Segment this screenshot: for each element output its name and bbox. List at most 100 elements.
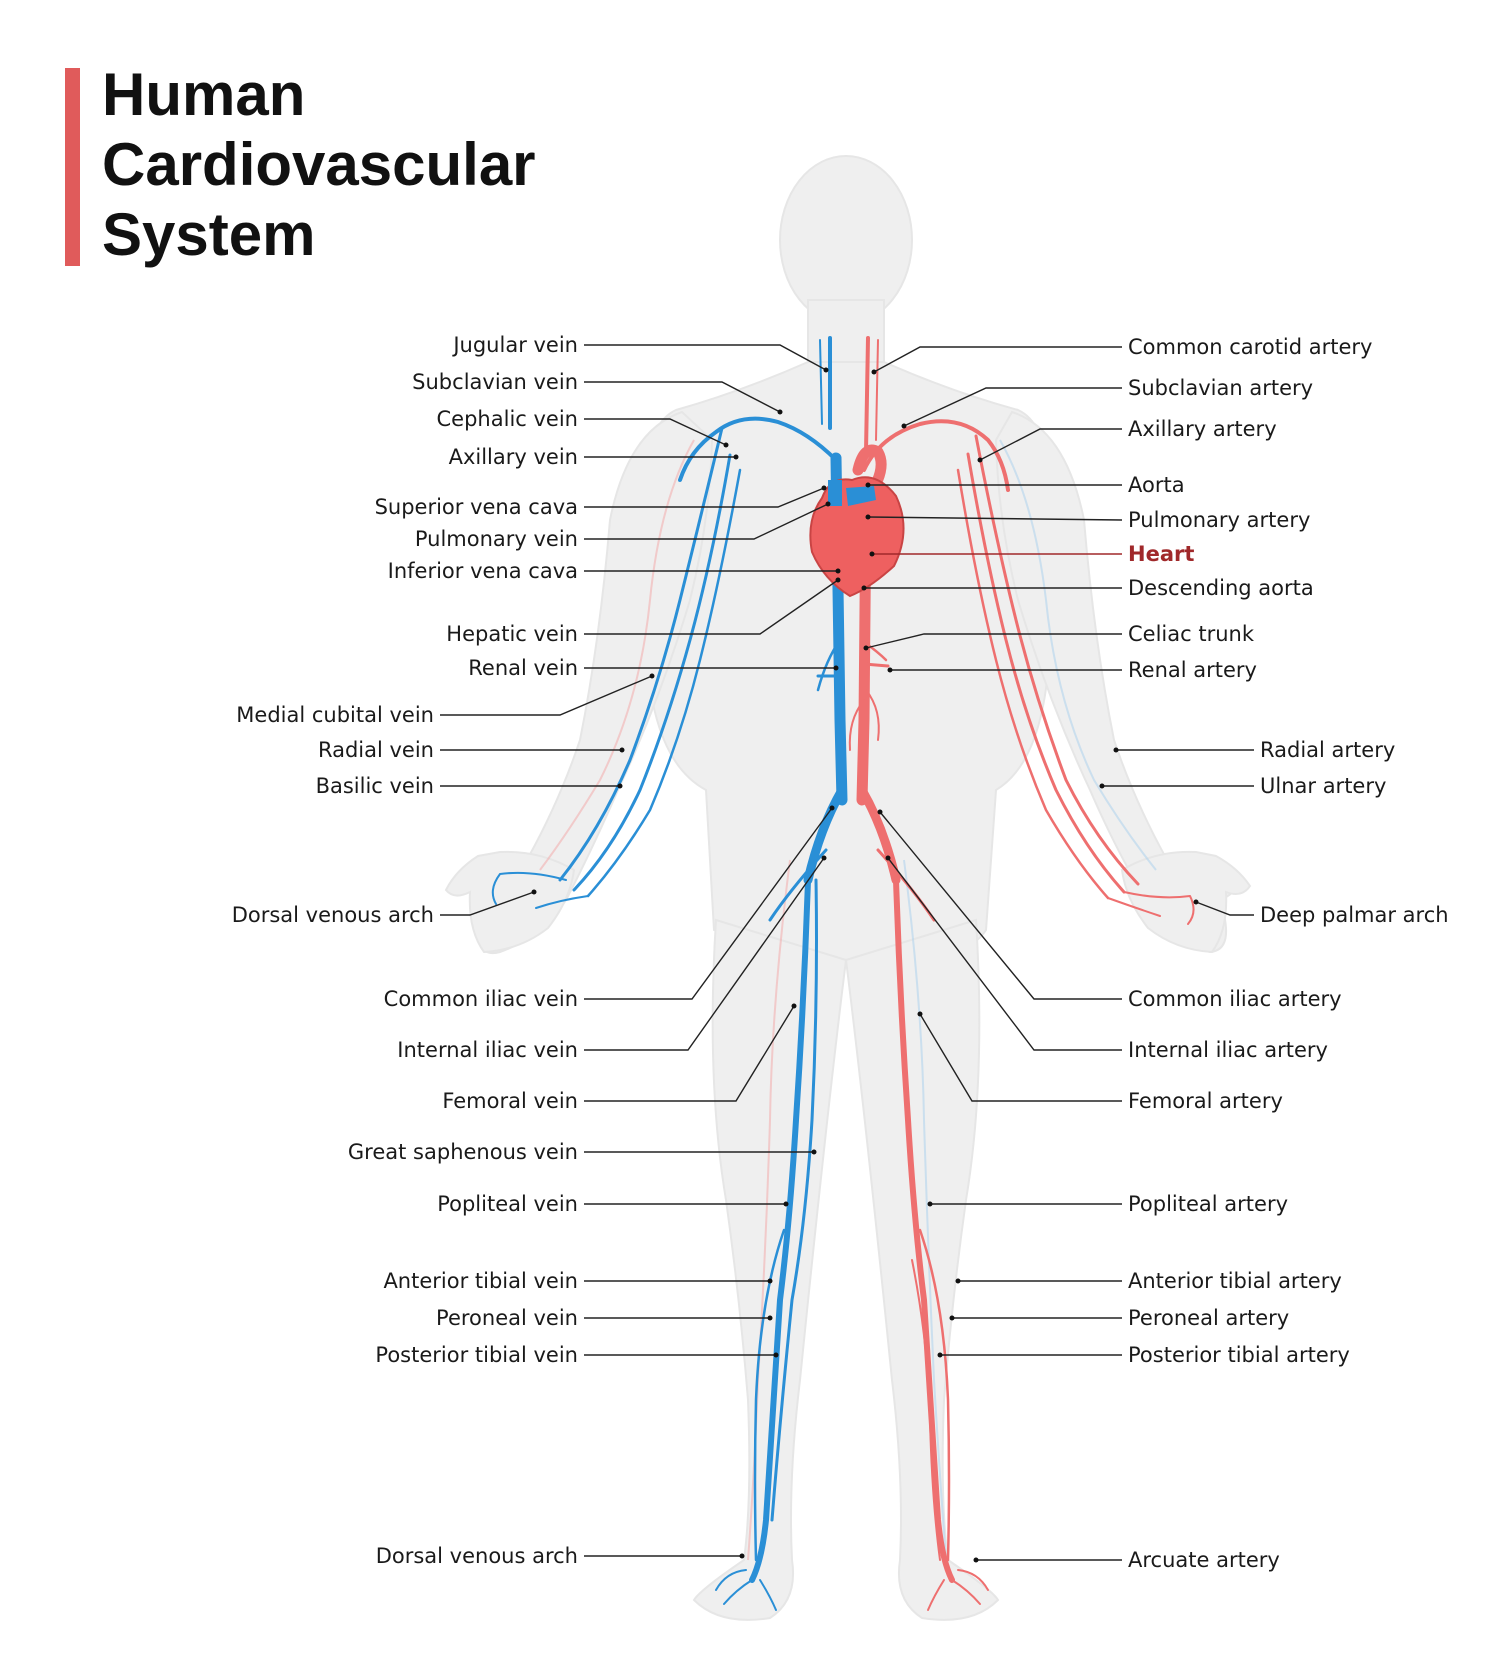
leader-celiac-trunk [865, 633, 1122, 649]
subclavian-artery-path [862, 419, 1010, 492]
leader-dot-inferior-vena-cava [835, 568, 841, 574]
leader-dot-internal-iliac-vein [821, 855, 827, 861]
leader-dot-cephalic-vein [723, 442, 729, 448]
leader-dot-aorta [865, 482, 871, 488]
leader-dot-femoral-artery [917, 1011, 923, 1017]
label-basilic-vein: Basilic vein [316, 774, 434, 798]
leader-medial-cubital-vein [440, 675, 653, 716]
label-deep-palmar-arch: Deep palmar arch [1260, 903, 1449, 927]
hand-vein-1 [491, 871, 567, 905]
faint-vein-right-leg [903, 859, 947, 1561]
leader-superior-vena-cava [584, 487, 825, 508]
leader-dot-axillary-artery [977, 457, 983, 463]
right-atrium [828, 480, 842, 506]
label-dorsal-venous-arch-hand: Dorsal venous arch [232, 903, 434, 927]
leader-dot-popliteal-vein [783, 1201, 789, 1207]
label-superior-vena-cava: Superior vena cava [375, 495, 578, 519]
celiac-trunk-path [862, 640, 888, 662]
label-aorta: Aorta [1128, 473, 1185, 497]
label-axillary-artery: Axillary artery [1128, 417, 1277, 441]
hand-artery-1 [1123, 891, 1195, 925]
femoral-artery-path [893, 877, 955, 1583]
label-heart: Heart [1128, 542, 1194, 566]
arcuate-artery-path [927, 1569, 989, 1611]
leader-dot-heart [869, 551, 875, 557]
label-posterior-tibial-vein: Posterior tibial vein [375, 1343, 578, 1367]
leader-dot-peroneal-artery [949, 1315, 955, 1321]
leader-dot-posterior-tibial-vein [773, 1352, 779, 1358]
label-celiac-trunk: Celiac trunk [1128, 622, 1255, 646]
leader-dot-great-saphenous-vein [811, 1149, 817, 1155]
leader-dot-renal-vein [833, 665, 839, 671]
leader-hepatic-vein [584, 579, 839, 635]
label-inferior-vena-cava: Inferior vena cava [388, 559, 578, 583]
leader-dot-femoral-vein [791, 1003, 797, 1009]
leader-dot-pulmonary-artery [865, 514, 871, 520]
leader-dot-internal-iliac-artery [885, 855, 891, 861]
saphenous-vein-path [770, 878, 818, 1522]
label-medial-cubital-vein: Medial cubital vein [236, 703, 434, 727]
leader-dorsal-venous-arch-hand [440, 891, 535, 916]
faint-artery-left-arm [539, 439, 695, 871]
leader-dot-dorsal-venous-arch-foot [739, 1553, 745, 1559]
label-peroneal-artery: Peroneal artery [1128, 1306, 1289, 1330]
label-renal-artery: Renal artery [1128, 658, 1257, 682]
hepatic-vein-path [816, 638, 842, 692]
foot-vein-path [715, 1569, 777, 1611]
label-internal-iliac-vein: Internal iliac vein [397, 1038, 578, 1062]
label-arcuate-artery: Arcuate artery [1128, 1548, 1280, 1572]
label-peroneal-vein: Peroneal vein [436, 1306, 578, 1330]
leader-pulmonary-vein [584, 503, 829, 540]
leader-cephalic-vein [584, 418, 727, 446]
carotid-artery-path [864, 336, 870, 454]
secondary-vessels [539, 439, 1157, 1561]
label-anterior-tibial-vein: Anterior tibial vein [383, 1269, 578, 1293]
label-radial-vein: Radial vein [318, 738, 434, 762]
leader-femoral-vein [584, 1005, 795, 1102]
leader-dot-radial-vein [619, 747, 625, 753]
leader-dot-common-iliac-vein [829, 805, 835, 811]
label-descending-aorta: Descending aorta [1128, 576, 1314, 600]
leader-dot-pulmonary-vein [825, 501, 831, 507]
leader-dot-common-carotid-artery [871, 369, 877, 375]
right-hand [1120, 850, 1252, 954]
leader-femoral-artery [919, 1013, 1122, 1102]
axillary-vein-path [572, 453, 732, 892]
label-pulmonary-artery: Pulmonary artery [1128, 508, 1310, 532]
basilic-vein-path [586, 468, 742, 898]
label-axillary-vein: Axillary vein [449, 445, 578, 469]
title-line-2: Cardiovascular [102, 131, 536, 198]
head [779, 155, 913, 325]
label-common-iliac-artery: Common iliac artery [1128, 987, 1342, 1011]
venous-system [491, 336, 848, 1611]
label-popliteal-artery: Popliteal artery [1128, 1192, 1288, 1216]
mesenteric-artery-path [848, 689, 880, 751]
leader-dot-popliteal-artery [927, 1201, 933, 1207]
femoral-vein-path [749, 877, 811, 1583]
leader-axillary-artery [979, 428, 1122, 461]
leader-dot-hepatic-vein [835, 577, 841, 583]
leader-dot-jugular-vein [823, 367, 829, 373]
leader-dot-descending-aorta [861, 585, 867, 591]
faint-vein-right-arm [999, 439, 1157, 871]
label-cephalic-vein: Cephalic vein [437, 407, 578, 431]
label-internal-iliac-artery: Internal iliac artery [1128, 1038, 1328, 1062]
leader-common-iliac-artery [879, 811, 1122, 1000]
tibial-vein-path [753, 1228, 786, 1562]
left-leg [692, 918, 848, 1621]
leader-dot-arcuate-artery [973, 1557, 979, 1563]
hand-artery-2 [1107, 897, 1161, 917]
leader-dot-axillary-vein [733, 454, 739, 460]
leader-lines [440, 344, 1254, 1563]
renal-artery-path [862, 662, 890, 668]
leader-common-carotid-artery [873, 346, 1122, 373]
label-femoral-vein: Femoral vein [442, 1089, 578, 1113]
pulmonary-trunk [846, 486, 876, 506]
heart-illustration [809, 476, 905, 598]
leader-dot-common-iliac-artery [877, 809, 883, 815]
leader-dot-celiac-trunk [863, 645, 869, 651]
label-dorsal-venous-arch-foot: Dorsal venous arch [376, 1544, 578, 1568]
peroneal-artery-path [911, 1259, 941, 1561]
leader-pulmonary-artery [867, 516, 1123, 521]
